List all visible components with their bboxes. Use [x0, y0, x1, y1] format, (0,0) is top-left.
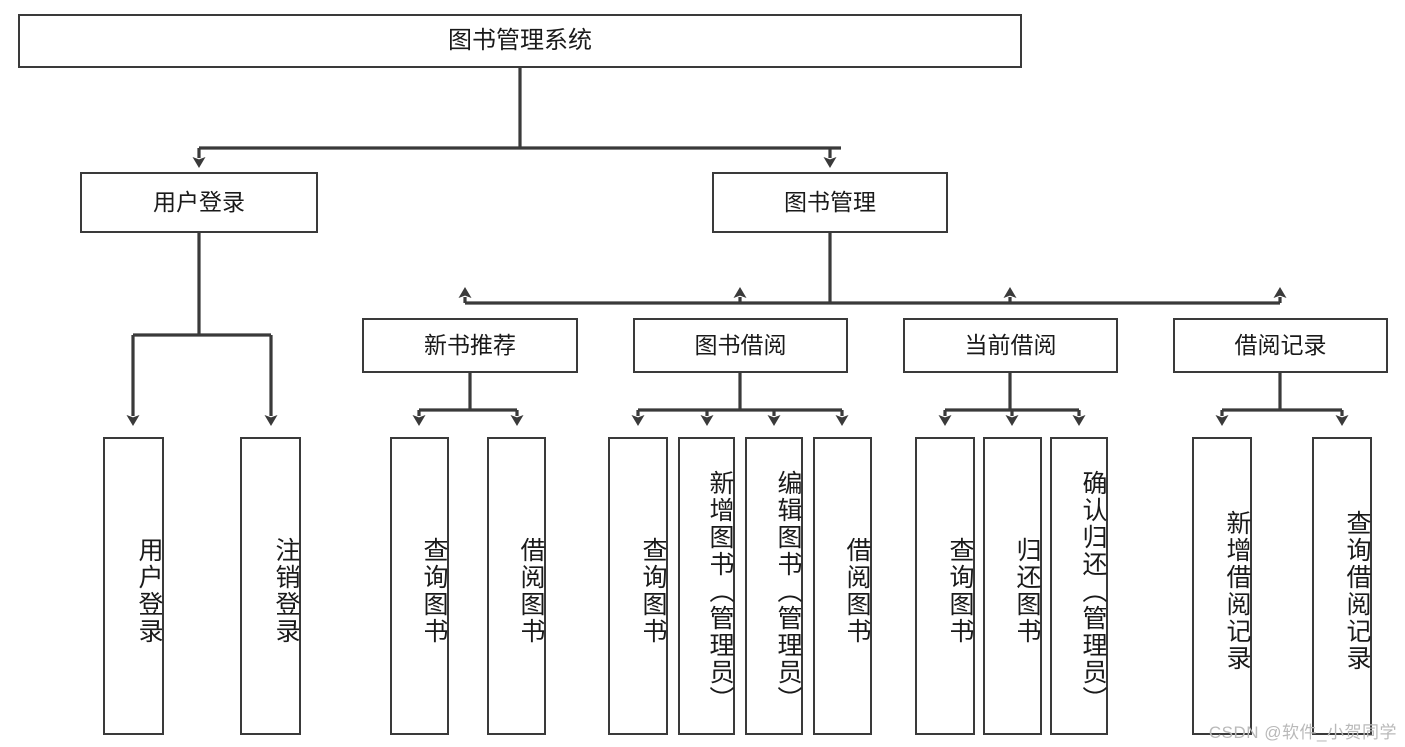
node-label: 当前借阅: [964, 331, 1057, 358]
leaf-borrow-book-1[interactable]: 借阅图书: [487, 437, 546, 735]
leaf-return-book[interactable]: 归还图书: [983, 437, 1042, 735]
leaf-query-book-1[interactable]: 查询图书: [390, 437, 449, 735]
node-label: 借阅记录: [1234, 331, 1327, 358]
leaf-query-book-2[interactable]: 查询图书: [608, 437, 668, 735]
node-label: 新增图书（管理员）: [706, 469, 734, 713]
leaf-add-book[interactable]: 新增图书（管理员）: [678, 437, 735, 735]
node-label: 图书管理: [784, 188, 876, 215]
node-label: 借阅图书: [843, 537, 871, 645]
leaf-user-login[interactable]: 用户登录: [103, 437, 164, 735]
node-label: 图书借阅: [694, 331, 787, 358]
leaf-query-book-3[interactable]: 查询图书: [915, 437, 975, 735]
node-label: 新增借阅记录: [1223, 510, 1251, 672]
leaf-add-borrow-record[interactable]: 新增借阅记录: [1192, 437, 1252, 735]
node-label: 编辑图书（管理员）: [774, 469, 802, 713]
node-label: 归还图书: [1013, 537, 1041, 645]
leaf-borrow-book-2[interactable]: 借阅图书: [813, 437, 872, 735]
leaf-confirm-return[interactable]: 确认归还（管理员）: [1050, 437, 1108, 735]
node-label: 查询图书: [639, 537, 667, 645]
node-label: 图书管理系统: [448, 26, 592, 54]
node-label: 查询图书: [946, 537, 974, 645]
node-current-borrow[interactable]: 当前借阅: [903, 318, 1118, 373]
node-label: 查询借阅记录: [1343, 510, 1371, 672]
node-root-system[interactable]: 图书管理系统: [18, 14, 1022, 68]
watermark: CSDN @软件_小贺同学: [1208, 723, 1397, 742]
leaf-query-borrow-record[interactable]: 查询借阅记录: [1312, 437, 1372, 735]
node-label: 借阅图书: [517, 537, 545, 645]
node-book-manage[interactable]: 图书管理: [712, 172, 948, 233]
node-label: 用户登录: [135, 537, 163, 645]
node-label: 确认归还（管理员）: [1079, 469, 1107, 713]
node-label: 用户登录: [153, 188, 245, 215]
leaf-edit-book[interactable]: 编辑图书（管理员）: [745, 437, 803, 735]
node-label: 注销登录: [272, 537, 300, 645]
node-label: 查询图书: [420, 537, 448, 645]
node-borrow-record[interactable]: 借阅记录: [1173, 318, 1388, 373]
node-new-book-recommend[interactable]: 新书推荐: [362, 318, 578, 373]
node-book-borrow[interactable]: 图书借阅: [633, 318, 848, 373]
node-user-login[interactable]: 用户登录: [80, 172, 318, 233]
node-label: 新书推荐: [424, 331, 516, 358]
leaf-logout[interactable]: 注销登录: [240, 437, 301, 735]
